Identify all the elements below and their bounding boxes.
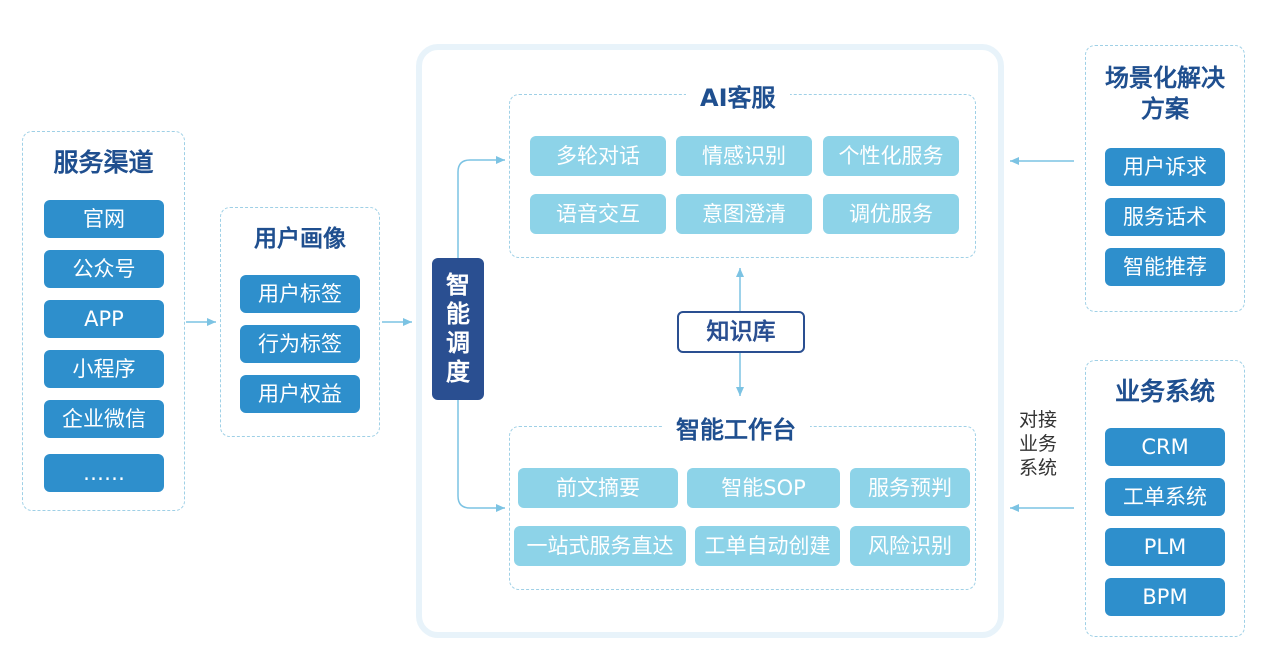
business-item[interactable]: CRM — [1105, 428, 1225, 466]
workbench-title: 智能工作台 — [662, 415, 810, 445]
scenario-panel: 场景化解决方案 用户诉求 服务话术 智能推荐 — [1085, 45, 1245, 312]
business-item[interactable]: 工单系统 — [1105, 478, 1225, 516]
channel-item[interactable]: 公众号 — [44, 250, 164, 288]
channel-item[interactable]: 小程序 — [44, 350, 164, 388]
scenario-item[interactable]: 智能推荐 — [1105, 248, 1225, 286]
workbench-item[interactable]: 一站式服务直达 — [514, 526, 686, 566]
channels-title: 服务渠道 — [53, 148, 154, 177]
channels-panel: 服务渠道 官网 公众号 APP 小程序 企业微信 …… — [22, 131, 185, 511]
business-item[interactable]: PLM — [1105, 528, 1225, 566]
ai-service-item[interactable]: 多轮对话 — [530, 136, 666, 176]
scenario-item[interactable]: 用户诉求 — [1105, 148, 1225, 186]
ai-service-title: AI客服 — [686, 83, 790, 113]
workbench-item[interactable]: 服务预判 — [850, 468, 970, 508]
channel-item[interactable]: 企业微信 — [44, 400, 164, 438]
workbench-item[interactable]: 智能SOP — [687, 468, 840, 508]
ai-service-item[interactable]: 调优服务 — [823, 194, 959, 234]
scenario-title: 场景化解决方案 — [1105, 64, 1225, 123]
channel-item[interactable]: …… — [44, 454, 164, 492]
portrait-item[interactable]: 用户权益 — [240, 375, 360, 413]
ai-service-item[interactable]: 个性化服务 — [823, 136, 959, 176]
ai-service-item[interactable]: 情感识别 — [676, 136, 812, 176]
arrow-dispatch-to-ai — [457, 156, 505, 258]
ai-service-item[interactable]: 意图澄清 — [676, 194, 812, 234]
portrait-title: 用户画像 — [254, 226, 346, 252]
workbench-item[interactable]: 前文摘要 — [518, 468, 678, 508]
business-panel: 业务系统 CRM 工单系统 PLM BPM — [1085, 360, 1245, 637]
portrait-item[interactable]: 行为标签 — [240, 325, 360, 363]
dispatch-block[interactable]: 智能调度 — [432, 258, 484, 400]
connector-label: 对接业务系统 — [1018, 409, 1057, 479]
channel-item[interactable]: 官网 — [44, 200, 164, 238]
scenario-item[interactable]: 服务话术 — [1105, 198, 1225, 236]
channel-item[interactable]: APP — [44, 300, 164, 338]
business-item[interactable]: BPM — [1105, 578, 1225, 616]
core-frame — [416, 44, 1004, 638]
knowledge-base[interactable]: 知识库 — [677, 311, 805, 353]
arrow-dispatch-to-workbench — [457, 400, 505, 512]
workbench-item[interactable]: 风险识别 — [850, 526, 970, 566]
portrait-panel: 用户画像 用户标签 行为标签 用户权益 — [220, 207, 380, 437]
business-title: 业务系统 — [1114, 377, 1215, 406]
workbench-item[interactable]: 工单自动创建 — [695, 526, 840, 566]
ai-service-item[interactable]: 语音交互 — [530, 194, 666, 234]
portrait-item[interactable]: 用户标签 — [240, 275, 360, 313]
dispatch-label: 智能调度 — [446, 271, 470, 386]
